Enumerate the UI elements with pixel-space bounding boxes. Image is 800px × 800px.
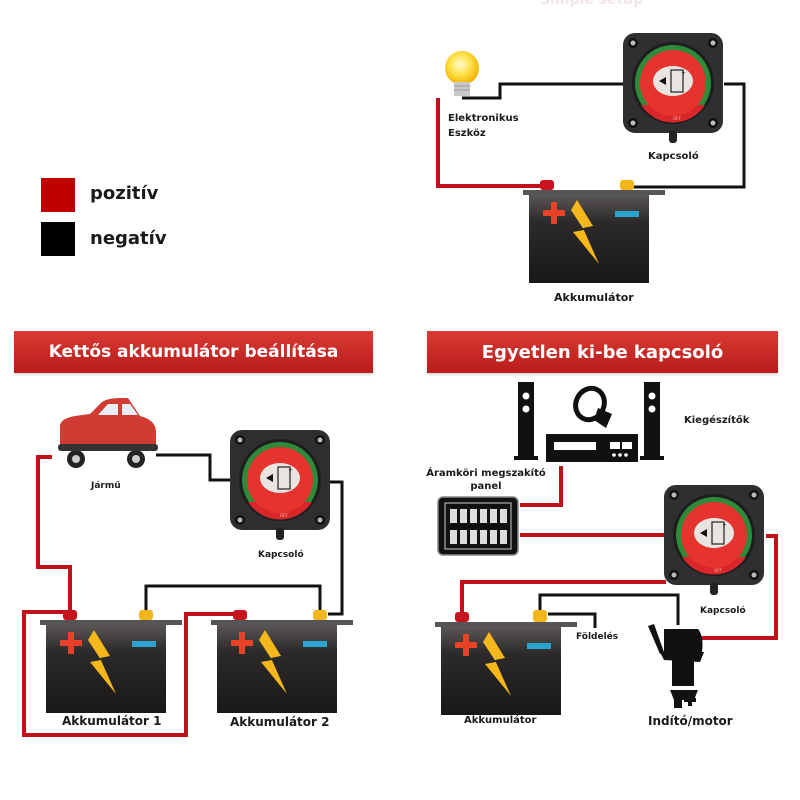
breaker-panel-label: Áramköri megszakító panel [426,467,546,493]
device-label-line1: Elektronikus [448,113,519,124]
single-switch-label: Kapcsoló [700,606,746,616]
dual-switch-label: Kapcsoló [258,550,304,560]
battery-2-icon [211,620,353,713]
dual-battery-banner: Kettős akkumulátor beállítása [14,331,373,373]
single-switch-title: Egyetlen ki-be kapcsoló [481,341,724,363]
legend-positive-label: pozitív [90,183,159,204]
dual-battery-title: Kettős akkumulátor beállítása [48,342,339,362]
accessories-label: Kiegészítők [684,415,750,426]
motor-label: Indító/motor [648,714,733,728]
battery-label: Akkumulátor [554,291,634,304]
battery-1-label: Akkumulátor 1 [62,714,162,728]
speaker-left-icon [514,382,538,460]
lightbulb-icon [445,51,479,96]
battery-icon [435,622,577,715]
device-label: Elektronikus Eszköz [448,111,519,141]
legend-negative-label: negatív [90,228,167,249]
battery-switch-icon [622,32,724,144]
switch-label: Kapcsoló [648,151,699,162]
battery-1-icon [40,620,182,713]
battery-2-label: Akkumulátor 2 [230,715,330,729]
simple-positive-wire [436,98,546,188]
spotlight-icon [573,385,612,428]
breaker-label-line1: Áramköri megszakító [426,468,546,479]
vehicle-label: Jármű [91,481,121,491]
battery-switch-icon [229,429,331,541]
battery-icon [523,190,665,283]
circuit-breaker-panel-icon [437,496,519,556]
single-switch-banner: Egyetlen ki-be kapcsoló [427,331,778,373]
legend-positive-swatch [41,178,75,212]
device-label-line2: Eszköz [448,128,486,139]
receiver-icon [546,434,638,462]
single-battery-label: Akkumulátor [464,715,537,726]
speaker-right-icon [640,382,664,460]
legend-negative-swatch [41,222,75,256]
ground-label: Földelés [576,632,619,642]
outboard-motor-icon [648,624,704,708]
breaker-label-line2: panel [470,481,502,492]
battery-switch-icon [663,484,765,596]
faded-header-text: Simple setup [540,0,644,8]
car-icon [58,398,158,468]
